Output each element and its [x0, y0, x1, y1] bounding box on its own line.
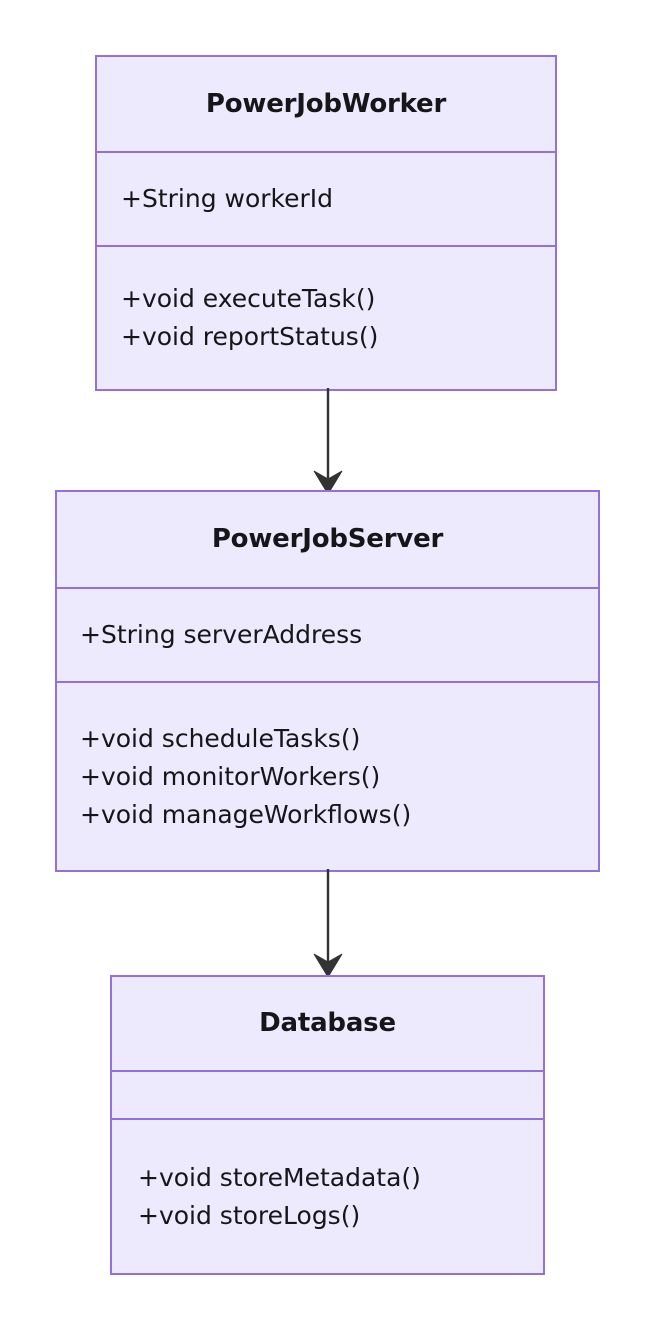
class-name-label: Database — [259, 1008, 396, 1039]
class-attributes-compartment-empty — [112, 1072, 543, 1120]
edge-server-to-database — [313, 869, 343, 978]
class-name-label: PowerJobWorker — [205, 88, 447, 119]
class-methods-compartment: +void executeTask() +void reportStatus() — [97, 247, 555, 389]
arrowhead-icon — [313, 470, 343, 495]
class-node-power-job-server[interactable]: PowerJobServer +String serverAddress +vo… — [55, 490, 600, 872]
method-item: +void storeMetadata() — [138, 1162, 421, 1192]
class-title-compartment: PowerJobWorker — [97, 57, 555, 153]
class-attributes-compartment: +String serverAddress — [57, 589, 598, 683]
attribute-item: +String serverAddress — [80, 620, 363, 649]
method-item: +void monitorWorkers() — [80, 761, 381, 791]
method-item: +void scheduleTasks() — [80, 723, 361, 753]
attribute-item: +String workerId — [121, 184, 334, 213]
arrowhead-icon — [313, 953, 343, 978]
class-node-power-job-worker[interactable]: PowerJobWorker +String workerId +void ex… — [95, 55, 557, 391]
class-methods-compartment: +void scheduleTasks() +void monitorWorke… — [57, 683, 598, 870]
method-item: +void storeLogs() — [138, 1200, 361, 1230]
method-item: +void reportStatus() — [121, 322, 379, 351]
method-item: +void manageWorkflows() — [80, 799, 412, 829]
method-item: +void executeTask() — [121, 284, 376, 313]
class-title-compartment: Database — [112, 977, 543, 1072]
edge-worker-to-server — [313, 388, 343, 495]
class-title-compartment: PowerJobServer — [57, 492, 598, 589]
class-methods-compartment: +void storeMetadata() +void storeLogs() — [112, 1120, 543, 1273]
class-node-database[interactable]: Database +void storeMetadata() +void sto… — [110, 975, 545, 1275]
class-name-label: PowerJobServer — [211, 524, 444, 555]
class-attributes-compartment: +String workerId — [97, 153, 555, 247]
